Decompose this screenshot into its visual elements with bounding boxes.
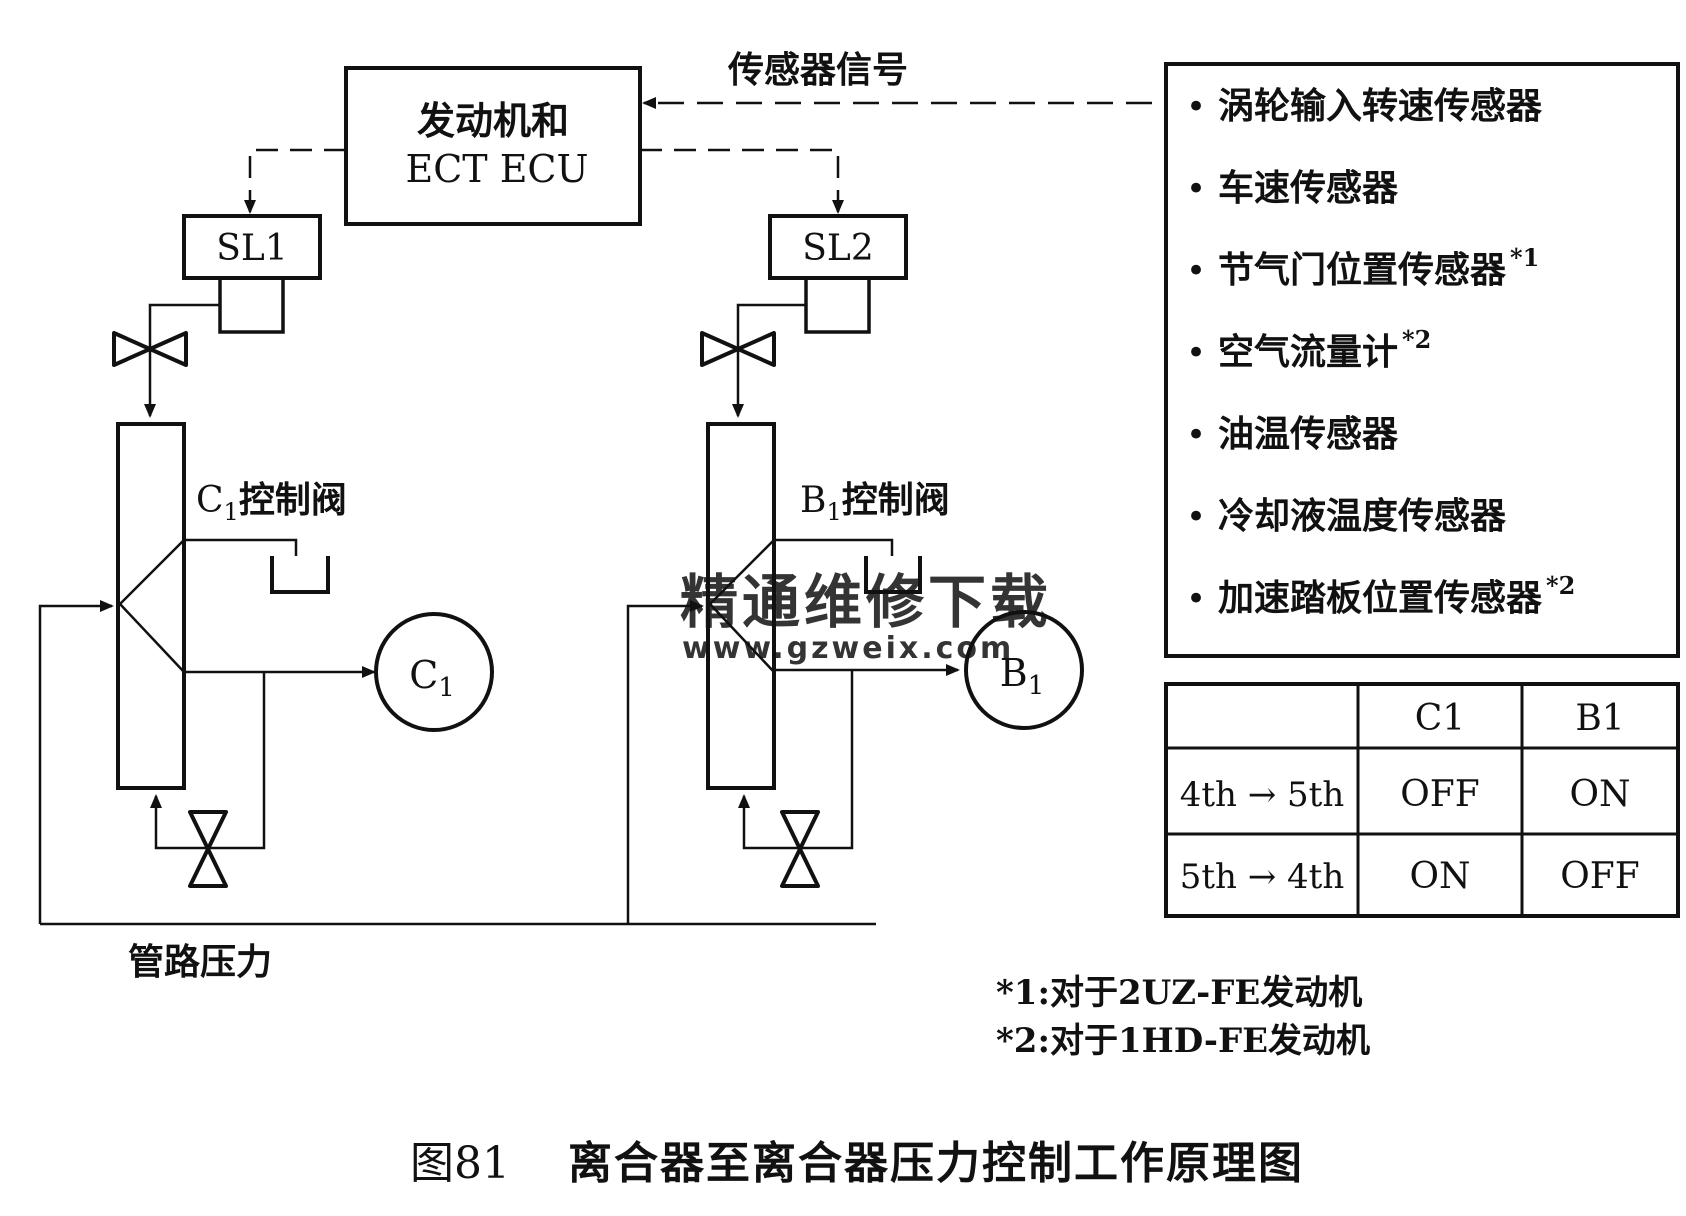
sensor-bullet: • [1186,579,1206,619]
c1-clutch-circle [374,612,494,732]
b1-drain-tank [864,556,922,594]
sl1-label: SL1 [216,228,287,269]
sensor-item: 涡轮输入转速传感器 [1218,85,1543,127]
c1-valve-spool [118,539,185,673]
sensor-bullet: • [1186,169,1206,209]
watermark-url: www.gzweix.com [682,631,1014,666]
sl1-orifice-icon [112,331,188,367]
sensor-item: 冷却液温度传感器 [1218,495,1507,537]
sensor-item: 车速传感器 [1218,167,1399,209]
sensor-item: 油温传感器 [1218,413,1399,455]
watermark-text: 精通维修下载 [680,568,1052,636]
b1-drain-line [774,538,894,556]
table-row-1-c1: OFF [1400,774,1479,815]
sensor-bullet: • [1186,497,1206,537]
sl2-supply-line [732,303,806,418]
sensor-bullet: • [1186,333,1206,373]
table-row-1-shift: 4th → 5th [1180,775,1345,815]
figure-title: 离合器至离合器压力控制工作原理图 [568,1138,1304,1189]
table-header-b1: B1 [1575,698,1624,739]
sl2-label: SL2 [802,228,873,269]
ecu-to-sl1-line [244,148,346,214]
table-row-2-shift: 5th → 4th [1180,857,1345,897]
ecu-label-line2: ECT ECU [405,147,588,191]
table-row-2-b1: OFF [1560,856,1639,897]
sl1-body [218,276,285,334]
c1-drain-line [184,538,298,556]
b1-clutch-circle [964,610,1084,730]
sensor-list-box [1164,62,1680,658]
sensor-bullet: • [1186,87,1206,127]
c1-control-valve-label: C1控制阀 [196,479,347,526]
c1-check-valve-icon [188,810,228,888]
table-row-2-c1: ON [1409,856,1470,897]
b1-control-valve-body [706,422,776,790]
sensor-bullet: • [1186,415,1206,455]
line-pressure-label: 管路压力 [128,941,272,983]
c1-drain-tank [270,556,330,594]
b1-clutch-label: B1 [1000,651,1044,701]
c1-control-valve-body [116,422,186,790]
sl2-body [804,276,871,334]
ecu-to-sl2-line [640,148,844,214]
sl2-orifice-icon [700,331,776,367]
sensor-list: • 涡轮输入转速传感器 • 车速传感器 • 节气门位置传感器*1 • 空气流量计*2 • 油温传感… [1186,85,1575,619]
ecu-label-line1: 发动机和 [417,98,569,143]
shift-table: C1 B1 4th → 5th OFF ON 5th → 4th ON OFF [1164,682,1680,918]
sensor-item: 节气门位置传感器*1 [1218,243,1539,291]
sl1-supply-line [144,303,220,418]
sensor-item: 空气流量计*2 [1218,325,1431,373]
sensor-signal-label: 传感器信号 [727,49,908,91]
c1-clutch-label: C1 [409,653,455,703]
line-pressure-to-b1 [626,600,704,924]
b1-control-valve-label: B1控制阀 [800,479,950,526]
table-row-1-b1: ON [1569,774,1630,815]
b1-check-valve-icon [780,810,820,888]
sensor-item: 加速踏板位置传感器*2 [1218,571,1575,619]
figure-number: 图81 [410,1138,510,1189]
sensor-bullet: • [1186,251,1206,291]
line-pressure-to-c1 [38,600,114,924]
table-header-c1: C1 [1415,698,1465,739]
footnote-2: *2:对于1HD-FE发动机 [996,1021,1370,1061]
footnote-1: *1:对于2UZ-FE发动机 [996,973,1362,1013]
b1-valve-spool [708,539,775,673]
ecu-box [344,66,642,226]
